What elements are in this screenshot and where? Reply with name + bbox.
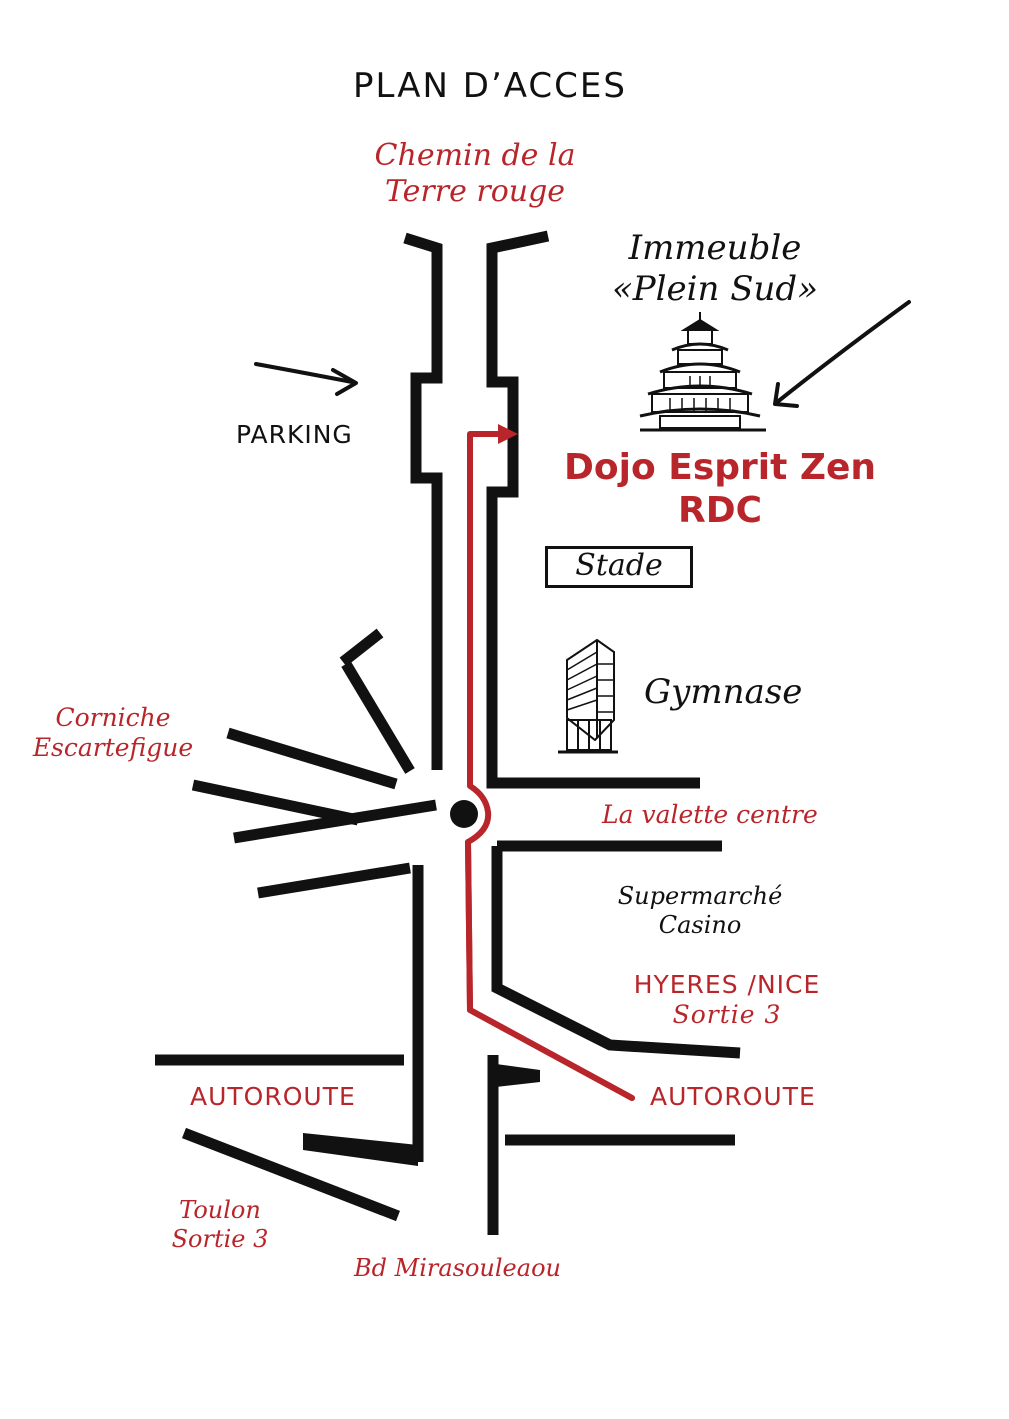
label-line: Toulon xyxy=(179,1196,261,1224)
road-edge xyxy=(182,1127,400,1222)
road-edge xyxy=(339,628,384,667)
label-line: Sortie 3 xyxy=(171,1224,269,1253)
road-edge xyxy=(403,232,443,770)
road-wedge xyxy=(496,1064,540,1087)
gymnase-label: Gymnase xyxy=(644,672,803,712)
tower-icon xyxy=(558,638,618,754)
toulon-label: Toulon Sortie 3 xyxy=(140,1196,300,1254)
road-edge xyxy=(491,846,741,1059)
label-line: «Plein Sud» xyxy=(611,268,818,309)
route-arrowhead xyxy=(498,424,518,444)
supermarche-label: Supermarché Casino xyxy=(580,882,820,940)
stade-label: Stade xyxy=(575,548,663,583)
road-wedge xyxy=(303,1133,418,1166)
label-line: Escartefigue xyxy=(32,733,194,762)
label-line: Dojo Esprit Zen xyxy=(564,447,876,488)
autoroute-left-label: AUTOROUTE xyxy=(190,1082,356,1111)
valette-label: La valette centre xyxy=(602,800,818,829)
page-title: PLAN D’ACCES xyxy=(353,66,627,106)
hyeres-label: HYERES /NICE Sortie 3 xyxy=(602,970,852,1030)
road-edge xyxy=(191,779,360,826)
arrow-icon xyxy=(254,362,354,384)
label-line: Casino xyxy=(658,910,742,939)
road-edge xyxy=(233,799,437,844)
label-line: Sortie 3 xyxy=(672,1000,782,1029)
label-line: Supermarché xyxy=(617,882,783,910)
label-line: Terre rouge xyxy=(384,174,566,209)
road-edge xyxy=(226,727,398,790)
building-label: Immeuble «Plein Sud» xyxy=(570,228,860,310)
arrow-icon xyxy=(331,368,358,396)
label-line: Corniche xyxy=(55,703,171,732)
parking-label: PARKING xyxy=(236,420,353,449)
route-line xyxy=(465,431,635,1101)
label-line: RDC xyxy=(677,490,763,532)
road-edge xyxy=(341,661,415,774)
stade-box xyxy=(545,546,693,588)
roundabout-icon xyxy=(450,800,478,828)
bd-label: Bd Mirasouleaou xyxy=(354,1254,561,1282)
road-edge xyxy=(486,230,700,789)
north-road-label: Chemin de la Terre rouge xyxy=(330,138,620,210)
label-line: Immeuble xyxy=(628,228,802,268)
label-line: HYERES /NICE xyxy=(633,970,821,999)
pagoda-icon xyxy=(639,312,766,432)
corniche-label: Corniche Escartefigue xyxy=(18,703,208,763)
arrow-icon xyxy=(774,300,911,405)
autoroute-right-label: AUTOROUTE xyxy=(650,1082,816,1111)
road-edge xyxy=(257,862,411,899)
dojo-label: Dojo Esprit Zen RDC xyxy=(545,446,895,532)
arrow-icon xyxy=(773,382,799,408)
label-line: Chemin de la xyxy=(374,138,576,173)
